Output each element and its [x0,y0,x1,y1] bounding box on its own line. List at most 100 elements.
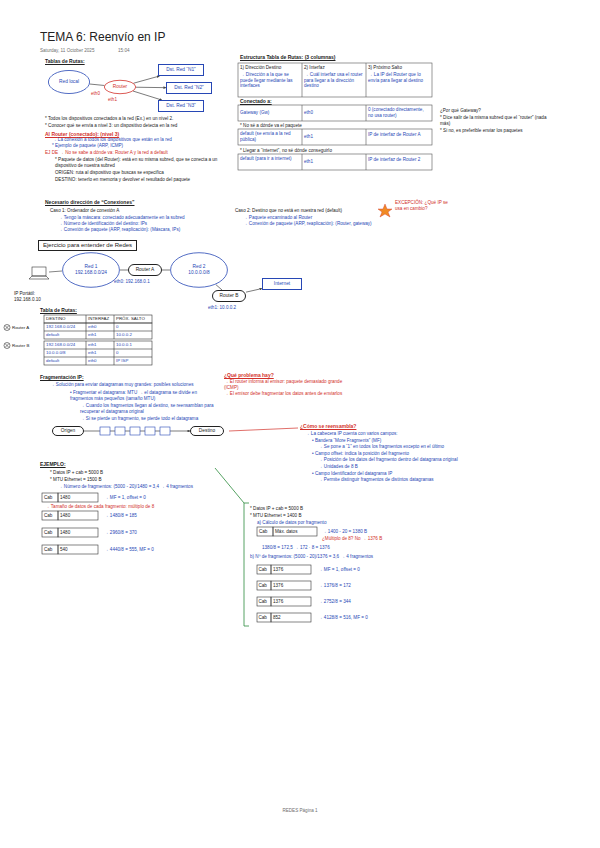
section-heading: ¿Qué problema hay? [224,372,354,378]
table-cell: eth1 [88,332,113,337]
note-text: → Conexión de paquete (ARP, reaplicación… [243,221,373,227]
note-text: Caso 1: Ordenador de conexión A [50,208,230,214]
note-text: → MF = 1, offset = 0 [104,495,204,501]
node-text: 10.0.0.0/8 [188,270,209,276]
label-box: Dst. Red “N2” [166,82,212,94]
note-text: 1480 [60,495,96,501]
note-text: 1376 [273,583,309,589]
node-text: Router [113,84,127,90]
note-text: • Campo offset: indica la posición del f… [312,451,472,457]
note-text: → 4440/8 = 555, MF = 0 [104,547,204,553]
note-text: 0 (conectado directamente, no usa router… [368,107,430,118]
note-text: eth1 [108,97,124,103]
table-cell: default [46,332,85,337]
node-text: 192.168.0.0/24 [75,270,107,276]
note-text: → 2752/8 = 344 [318,599,428,605]
note-text: eth1 [304,159,364,165]
note-text: * Ejemplo de paquete (ARP, ICMP) [52,143,230,149]
label-box: Dst. Red “N3” [158,100,204,112]
connector [246,289,262,293]
router-node: Origen [52,426,84,436]
note-text: Cab [44,513,58,519]
note-text: → El emisor debe fragmentar los datos an… [224,391,354,397]
table-cell: 192.168.0.0/24 [46,324,85,329]
note-text: a) Cálculo de datos por fragmento [257,520,407,526]
router-node: Router A [128,264,162,276]
note-text: * Paquete de datos (del Router): está en… [55,157,230,168]
node-text: Dst. Red “N2” [174,85,203,91]
node-text: Ejercicio para entender de Redes [43,242,132,249]
router-node: Router B [212,290,246,302]
note-text: → El router informa al emisor: paquete d… [224,379,354,390]
node-text: Red 2 [193,264,206,270]
note-text: * Datos IP + cab = 5000 B [250,506,400,512]
table-cell: eth0 [88,358,113,363]
note-text: → Tamaño de datos de cada fragmento: múl… [45,504,205,510]
table-cell: 0 [116,324,151,329]
note-text: → Se pone a “1” en todos los fragmentos … [318,444,478,450]
note-text: IP de interfaz de Router 2 [368,157,430,163]
note-text: eth0: 192.168.0.1 [114,279,164,285]
table-cell: eth1 [88,342,113,347]
node-text: Router B [220,293,239,299]
note-text: eth1: 10.0.0.2 [208,305,268,311]
note-text: 1480 [60,513,96,519]
note-text: DESTINO: tenerlo en memoria y devolver e… [55,177,230,183]
table-cell: 0 [116,350,151,355]
note-text: • Bandera “More Fragments” (MF) [312,438,472,444]
note-text: 1380/8 = 172,5 → 172 · 8 = 1376 [262,545,412,551]
table-cell: 10.0.0.1 [116,342,151,347]
note-text: * No sé a dónde va el paquete [240,123,430,129]
node-text: Red local [59,79,79,85]
note-text: Cab [259,529,271,535]
laptop-icon [29,267,62,279]
note-text: * Datos IP + cab = 5000 B [50,470,200,476]
connector [90,84,105,85]
label-box: Ejercicio para entender de Redes [38,240,137,251]
note-text: → Posición de los datos del fragmento de… [318,457,478,463]
node-text: Origen [61,428,75,434]
note-text: → 1376/8 = 172 [318,583,428,589]
connector [133,76,159,83]
route-table-grid [238,63,432,170]
node-text: Red 1 [85,264,98,270]
section-heading: ¿Cómo se reensambla? [300,423,450,429]
note-text: Gateway (Gw) [240,110,300,116]
network-ellipse: Red 1192.168.0.0/24 [62,252,120,288]
note-text: → Paquete encaminado al Router [243,215,373,221]
note-text: eth1 [304,134,364,140]
node-text: Router A [136,267,155,273]
note-text: Cab [259,599,271,605]
table-cell: Router A [12,325,43,330]
table-cell: 192.168.0.0/24 [46,342,85,347]
note-text: REDES Página 1 [270,808,330,814]
note-text: → 1480/8 = 185 [104,513,204,519]
table-cell: PRÓX. SALTO [116,316,151,321]
note-text: → 4128/8 = 516, MF = 0 [318,615,428,621]
ellipse-outline [171,253,228,288]
note-text: eth0 [304,110,364,116]
node-text: Dst. Red “N1” [166,67,195,73]
table-cell: default [46,358,85,363]
note-text: 540 [60,547,96,553]
section-heading: Estructura Tabla de Rutas: (3 columnas) [240,54,430,60]
section-heading: Al Router (conectado): (nivel 3) [45,131,230,137]
node-text: Destino [199,428,215,434]
note-text: → MF = 1, offset = 0 [318,567,428,573]
note-text: 1480 [60,530,96,536]
note-text: → Conexión de paquete (ARP, reaplicación… [58,227,228,233]
page-title: TEMA 6: Reenvío en IP [40,30,165,44]
note-text: 15:04 [118,48,148,54]
note-text: * MTU Ethernet = 1400 B [250,513,400,519]
note-text: → Cuál interfaz usa el router para llega… [304,72,364,89]
table-cell: IP ISP [116,358,151,363]
node-text: Dst. Red “N3” [166,103,195,109]
note-text: → 1400 - 20 = 1380 B [322,529,422,535]
network-ellipse: Router [104,80,136,94]
section-heading: Fragmentación IP: [40,374,120,380]
note-text: * Conocer qué se envía a nivel 3: un dis… [45,123,230,129]
note-text: * Si no, es preferible enviar los paquet… [440,128,550,134]
note-text: → Si se pierde un fragmento, se pierde t… [80,416,220,422]
section-heading: Tablas de Rutas: [45,58,125,64]
note-text: 2) Interfaz [304,65,364,71]
